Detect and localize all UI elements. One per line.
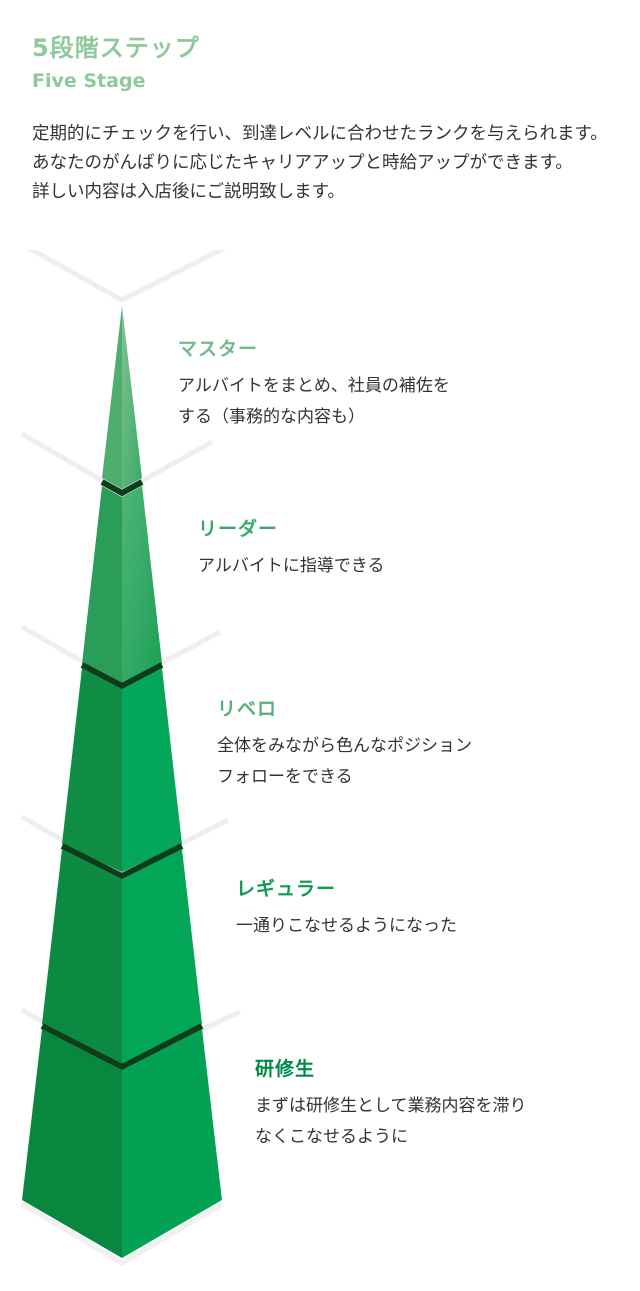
intro-note: 詳しい内容は入店後にご説明致します。 (32, 182, 345, 202)
page-subtitle: Five Stage (32, 70, 146, 92)
intro-paragraph: 定期的にチェックを行い、到達レベルに合わせたランクを与えられます。あなたのがんば… (32, 124, 608, 173)
stage-trainee: 研修生 まずは研修生として業務内容を滞り なくこなせるように (255, 1054, 527, 1153)
pyramid-tier-regular (40, 849, 204, 1071)
page-title: 5段階ステップ (32, 34, 200, 62)
stage-desc-line: アルバイトをまとめ、社員の補佐を (178, 376, 450, 396)
pyramid-tier-master (100, 306, 144, 497)
stage-regular: レギュラー 一通りこなせるようになった (236, 874, 457, 942)
stage-master: マスター アルバイトをまとめ、社員の補佐を する（事務的な内容も） (178, 334, 450, 433)
stage-pyramid (20, 250, 242, 1266)
stage-leader: リーダー アルバイトに指導できる (198, 514, 385, 582)
stage-desc-line: まずは研修生として業務内容を滞り (255, 1096, 527, 1116)
stage-title: リベロ (217, 698, 278, 720)
stage-desc-line: アルバイトに指導できる (198, 556, 385, 576)
pyramid-tier-leader (80, 486, 164, 690)
stage-desc-line: なくこなせるように (255, 1127, 408, 1147)
stage-desc-line: フォローをできる (217, 767, 353, 787)
pyramid-base-shadow (20, 1201, 224, 1266)
stage-libero: リベロ 全体をみながら色んなポジション フォローをできる (217, 694, 472, 793)
pyramid-tier-trainee (22, 1029, 222, 1258)
stage-desc-line: 一通りこなせるようになった (236, 916, 457, 936)
stage-title: リーダー (198, 518, 279, 540)
stage-title: 研修生 (255, 1058, 316, 1080)
intro-text: 定期的にチェックを行い、到達レベルに合わせたランクを与えられます。あなたのがんば… (32, 120, 612, 207)
stage-title: レギュラー (236, 878, 337, 900)
stage-title: マスター (178, 338, 259, 360)
stage-desc-line: 全体をみながら色んなポジション (217, 736, 472, 756)
stage-desc-line: する（事務的な内容も） (178, 407, 365, 427)
pyramid-tier-libero (60, 668, 184, 880)
background-line (27, 250, 226, 303)
